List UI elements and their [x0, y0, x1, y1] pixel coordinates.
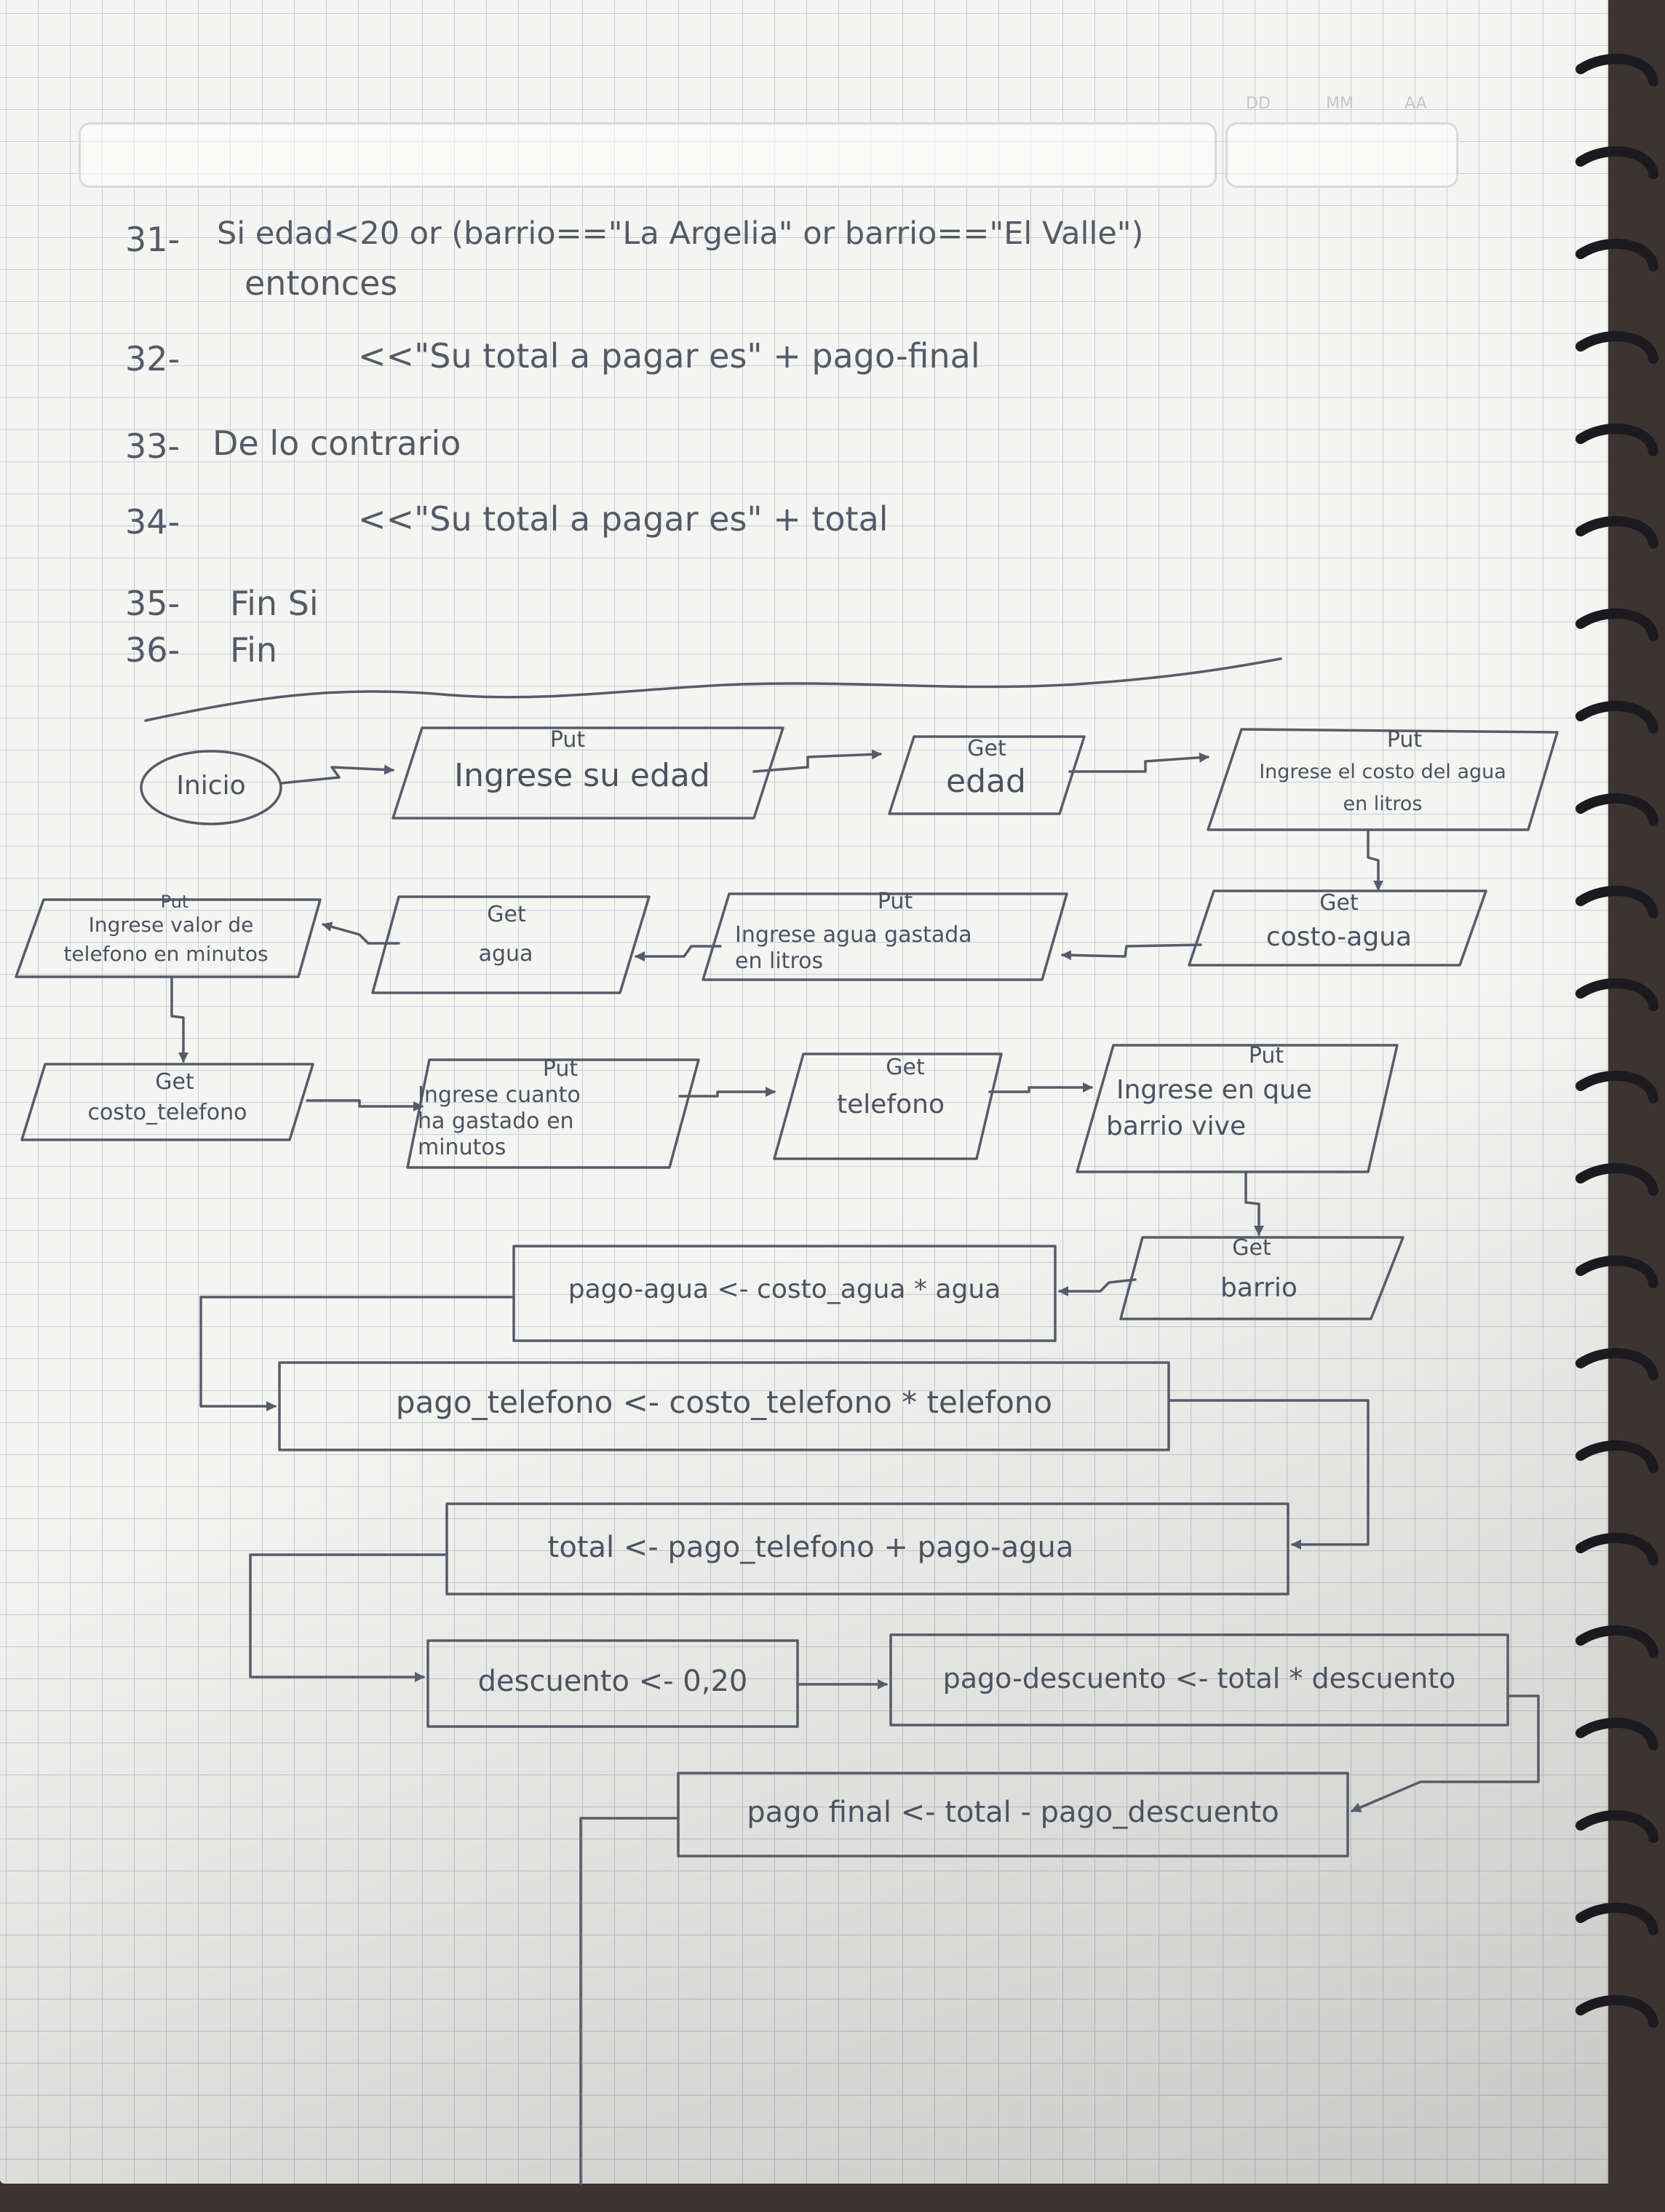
put-barrio-line1: Ingrese en que: [1116, 1075, 1313, 1105]
arrow-put-costo-to-get-costo: [1367, 828, 1383, 891]
line-number-31: 31-: [125, 220, 180, 259]
get-costo-telefono-tag: Get: [155, 1069, 194, 1095]
pago-telefono-label: pago_telefono <- costo_telefono * telefo…: [395, 1384, 1053, 1420]
io-put-edad: [392, 726, 784, 820]
arrow-get-tel-to-put-barrio: [988, 1082, 1093, 1093]
pago-final-label: pago final <- total - pago_descuento: [747, 1796, 1279, 1829]
put-valor-telefono-line2: telefono en minutos: [63, 942, 269, 966]
line-number-34: 34-: [125, 502, 180, 542]
line-number-36: 36-: [125, 630, 180, 670]
io-get-costo-telefono: [20, 1063, 314, 1141]
put-telefono-tag: Put: [542, 1056, 579, 1082]
arrow-start-to-put-edad: [279, 764, 394, 785]
put-telefono-line3: minutos: [418, 1135, 506, 1160]
section-divider: [144, 657, 1282, 722]
date-label-year: AA: [1404, 95, 1427, 113]
process-pago-descuento: [889, 1633, 1509, 1727]
arrow-pago-final-down: [579, 1817, 680, 2185]
code-line-33: De lo contrario: [212, 424, 461, 463]
put-costo-agua-line2: en litros: [1343, 793, 1423, 815]
arrow-pago-agua-to-pago-telefono: [199, 1296, 515, 1411]
descuento-label: descuento <- 0,20: [477, 1665, 748, 1698]
arrow-total-to-descuento: [249, 1553, 448, 1682]
arrow-pago-descuento-to-pago-final: [1351, 1694, 1540, 1812]
get-telefono-tag: Get: [886, 1055, 925, 1080]
get-costo-agua-label: costo-agua: [1265, 922, 1412, 952]
put-telefono-line2: ha gastado en: [418, 1109, 574, 1134]
code-line-34: <<"Su total a pagar es" + total: [358, 499, 889, 539]
code-line-31: Si edad<20 or (barrio=="La Argelia" or b…: [217, 215, 1144, 252]
spiral-binding: [1575, 54, 1658, 2028]
io-put-agua: [702, 892, 1068, 981]
arrow-put-agua-to-get-agua: [635, 945, 722, 962]
io-put-costo-agua: [1207, 728, 1559, 831]
pago-descuento-label: pago-descuento <- total * descuento: [942, 1662, 1456, 1694]
get-barrio-tag: Get: [1232, 1235, 1271, 1261]
process-pago-final: [677, 1772, 1349, 1858]
line-number-33: 33-: [125, 427, 180, 466]
get-costo-agua-tag: Get: [1319, 890, 1359, 916]
arrow-get-edad-to-put-costo: [1068, 752, 1209, 773]
arrow-put-valor-to-get-costo-tel: [170, 975, 188, 1063]
code-line-36: Fin: [230, 630, 278, 670]
put-costo-agua-tag: Put: [1386, 727, 1423, 753]
start-label: Inicio: [176, 771, 246, 801]
arrow-put-tel-to-get-tel: [678, 1087, 776, 1098]
get-edad-tag: Get: [967, 736, 1006, 761]
get-agua-tag: Get: [487, 902, 526, 927]
process-pago-telefono: [278, 1361, 1170, 1451]
get-barrio-label: barrio: [1220, 1273, 1298, 1303]
put-agua-line2: en litros: [735, 948, 824, 974]
arrow-get-costo-tel-to-put-tel: [306, 1099, 424, 1111]
put-edad-tag: Put: [549, 727, 586, 753]
get-edad-label: edad: [946, 763, 1026, 800]
date-label-day: DD: [1246, 95, 1271, 113]
date-label-month: MM: [1326, 95, 1354, 113]
put-valor-telefono-line1: Ingrese valor de: [88, 913, 254, 937]
arrow-get-costo-to-put-agua: [1061, 943, 1202, 961]
io-get-costo-agua: [1188, 889, 1487, 967]
put-agua-tag: Put: [877, 889, 913, 914]
io-get-barrio: [1119, 1236, 1404, 1320]
pago-agua-label: pago-agua <- costo_agua * agua: [568, 1275, 1001, 1304]
io-put-barrio: [1076, 1044, 1399, 1173]
io-put-valor-telefono: [15, 898, 322, 978]
put-barrio-tag: Put: [1248, 1043, 1284, 1069]
code-line-32: <<"Su total a pagar es" + pago-final: [358, 336, 980, 376]
start-terminator: [140, 750, 282, 825]
io-put-telefono: [406, 1058, 700, 1169]
put-agua-line1: Ingrese agua gastada: [735, 922, 972, 948]
process-pago-agua: [512, 1245, 1057, 1342]
io-get-agua: [371, 895, 651, 994]
arrow-put-to-get-edad: [752, 749, 882, 773]
io-get-edad: [888, 735, 1086, 815]
put-barrio-line2: barrio vive: [1106, 1111, 1247, 1141]
put-valor-telefono-tag: Put: [160, 892, 189, 912]
get-agua-label: agua: [478, 941, 533, 967]
put-costo-agua-line1: Ingrese el costo del agua: [1259, 761, 1506, 783]
arrow-put-barrio-to-get-barrio: [1244, 1170, 1264, 1236]
arrow-get-agua-to-put-valor: [322, 921, 400, 945]
arrow-pago-telefono-to-total: [1167, 1399, 1370, 1550]
code-line-31-cont: entonces: [245, 263, 398, 303]
line-number-35: 35-: [125, 584, 180, 623]
line-number-32: 32-: [125, 339, 180, 378]
get-costo-telefono-label: costo_telefono: [87, 1100, 247, 1125]
process-total: [445, 1502, 1290, 1595]
header-date-box: [1225, 122, 1458, 188]
notebook-page: [0, 0, 1608, 2184]
io-get-telefono: [773, 1053, 1003, 1160]
code-line-35: Fin Si: [230, 584, 319, 623]
header-title-box: [79, 122, 1217, 188]
total-label: total <- pago_telefono + pago-agua: [547, 1531, 1074, 1564]
get-telefono-label: telefono: [837, 1090, 945, 1119]
put-telefono-line1: Ingrese cuanto: [418, 1082, 581, 1108]
put-edad-label: Ingrese su edad: [454, 757, 710, 794]
arrow-get-barrio-to-pago-agua: [1058, 1278, 1137, 1296]
